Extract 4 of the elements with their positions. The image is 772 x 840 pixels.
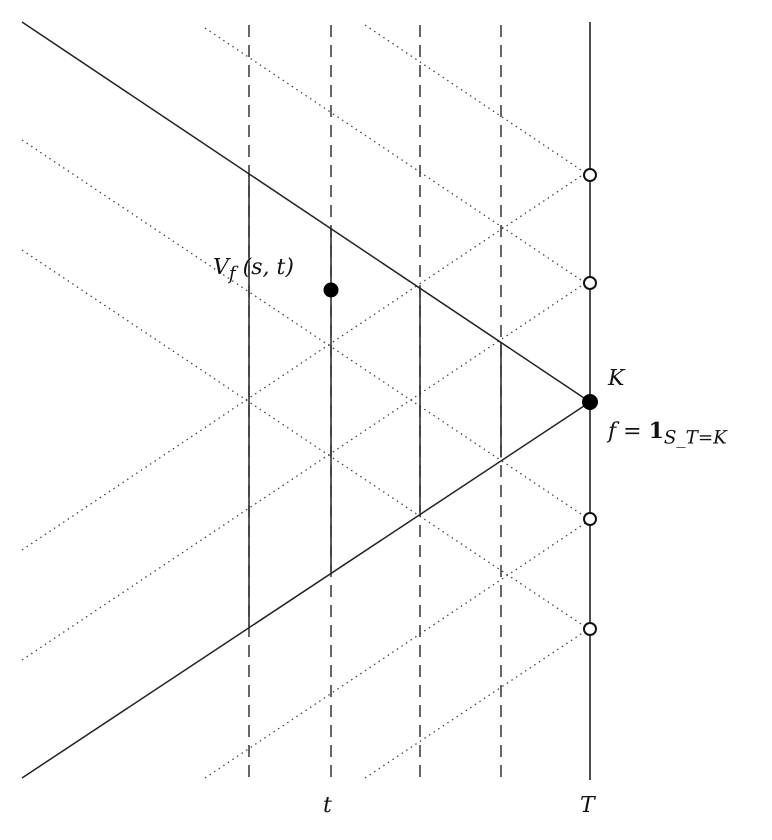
- payoff-formula: f = 1$_{S_T=K}$: [608, 420, 727, 448]
- strike-label: K: [608, 368, 624, 390]
- time-axis-label: t: [323, 795, 332, 817]
- maturity-axis-label: T: [580, 795, 595, 817]
